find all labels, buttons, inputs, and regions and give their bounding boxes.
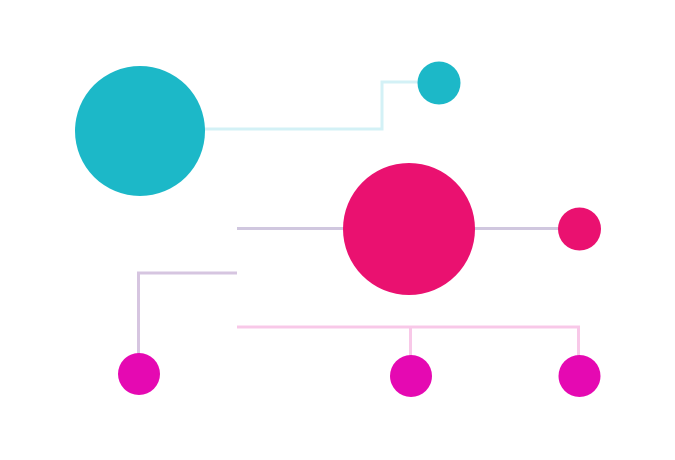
nodes (75, 61, 601, 397)
connector-trunk-to-magenta-left (137, 271, 237, 354)
node-large-crimson (343, 163, 475, 295)
node-magenta-middle (390, 355, 432, 397)
connectors (137, 80, 580, 356)
connector-trunk-to-magenta-right (237, 325, 580, 356)
node-magenta-left (118, 353, 160, 395)
node-small-crimson (558, 207, 601, 251)
connector-large-teal-to-small-teal (205, 80, 420, 131)
node-large-teal (75, 66, 205, 196)
node-small-teal (417, 61, 461, 105)
node-magenta-right (558, 355, 601, 397)
